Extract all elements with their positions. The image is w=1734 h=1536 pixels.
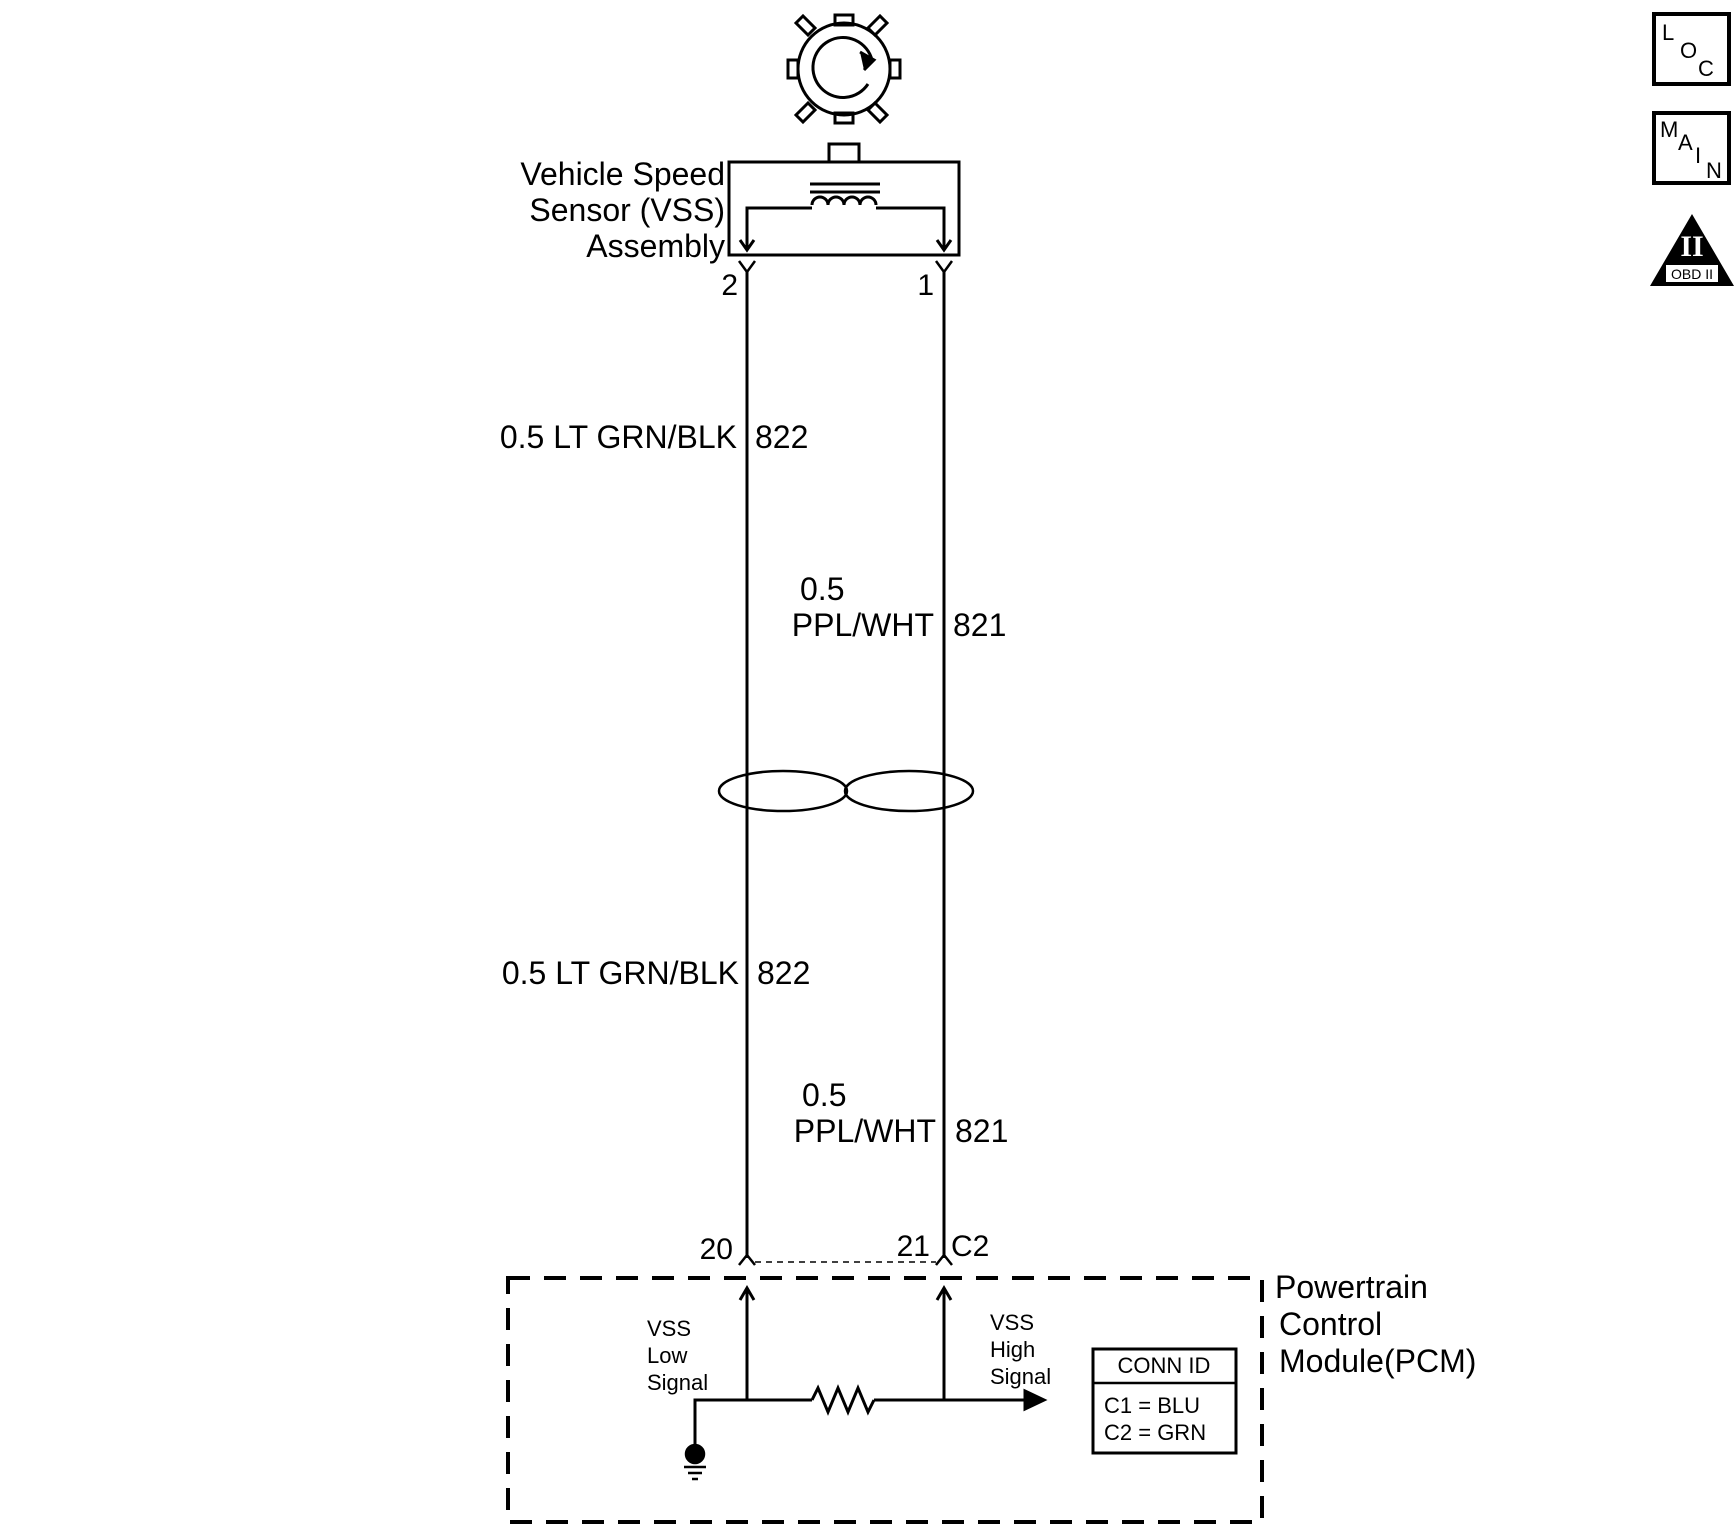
vss-high-line3: Signal: [990, 1364, 1051, 1389]
svg-text:A: A: [1678, 130, 1693, 155]
vss-high-line1: VSS: [990, 1310, 1034, 1335]
svg-text:M: M: [1660, 117, 1678, 142]
wire-821-upper-circuit: 821: [953, 607, 1006, 643]
resistor-icon: [810, 1384, 876, 1416]
gear-icon: [786, 13, 902, 125]
wire-821-upper-size: 0.5: [800, 571, 844, 607]
pcm-module-outline: [506, 1276, 1264, 1524]
svg-text:II: II: [1680, 230, 1703, 263]
vss-low-line2: Low: [647, 1343, 687, 1368]
loc-icon[interactable]: L O C: [1652, 12, 1731, 86]
vss-high-line2: High: [990, 1337, 1035, 1362]
svg-text:C: C: [1698, 56, 1714, 81]
pcm-name-line3: Module(PCM): [1279, 1343, 1476, 1379]
ground-icon: [684, 1443, 706, 1481]
wire-822-lower-circuit: 822: [757, 955, 810, 991]
vss-low-line1: VSS: [647, 1316, 691, 1341]
sensor-name-line3: Assembly: [586, 228, 725, 264]
wire-821-lower-size: 0.5: [802, 1077, 846, 1113]
pcm-connector-c2: C2: [951, 1230, 989, 1263]
sensor-pin-2: 2: [721, 269, 738, 302]
vss-sensor-housing: [727, 142, 961, 257]
pcm-name-line1: Powertrain: [1275, 1269, 1428, 1305]
wire-821-lower-circuit: 821: [955, 1113, 1008, 1149]
svg-text:O: O: [1680, 38, 1697, 63]
wire-822-upper-circuit: 822: [755, 419, 808, 455]
svg-text:L: L: [1662, 20, 1674, 45]
svg-text:OBD II: OBD II: [1671, 266, 1713, 282]
wire-821-lower-color: PPL/WHT: [794, 1113, 936, 1149]
sensor-name-line2: Sensor (VSS): [529, 192, 725, 228]
conn-id-box: CONN ID C1 = BLU C2 = GRN: [1091, 1347, 1238, 1455]
pcm-connector-terminals: [738, 1252, 953, 1266]
conn-id-c2: C2 = GRN: [1104, 1420, 1206, 1445]
wire-821-upper-color: PPL/WHT: [792, 607, 934, 643]
svg-text:N: N: [1706, 158, 1722, 183]
sensor-pin-1: 1: [917, 269, 934, 302]
coil-icon: [810, 182, 880, 206]
svg-text:I: I: [1695, 143, 1701, 168]
pcm-pin-20: 20: [700, 1233, 733, 1266]
wire-822-upper-label: 0.5 LT GRN/BLK: [500, 419, 737, 455]
pcm-name-line2: Control: [1279, 1306, 1382, 1342]
pcm-pin-21: 21: [897, 1230, 930, 1263]
wire-822-lower-label: 0.5 LT GRN/BLK: [502, 955, 739, 991]
vss-low-line3: Signal: [647, 1370, 708, 1395]
conn-id-c1: C1 = BLU: [1104, 1393, 1200, 1418]
sensor-name-line1: Vehicle Speed: [520, 156, 725, 192]
pcm-internal-circuit: [693, 1285, 1048, 1450]
twisted-pair-icon: [717, 769, 975, 813]
wires: [745, 272, 946, 1258]
conn-id-title: CONN ID: [1118, 1353, 1211, 1378]
obd-ii-icon[interactable]: II OBD II: [1650, 214, 1734, 286]
main-icon[interactable]: M A I N: [1652, 111, 1731, 185]
